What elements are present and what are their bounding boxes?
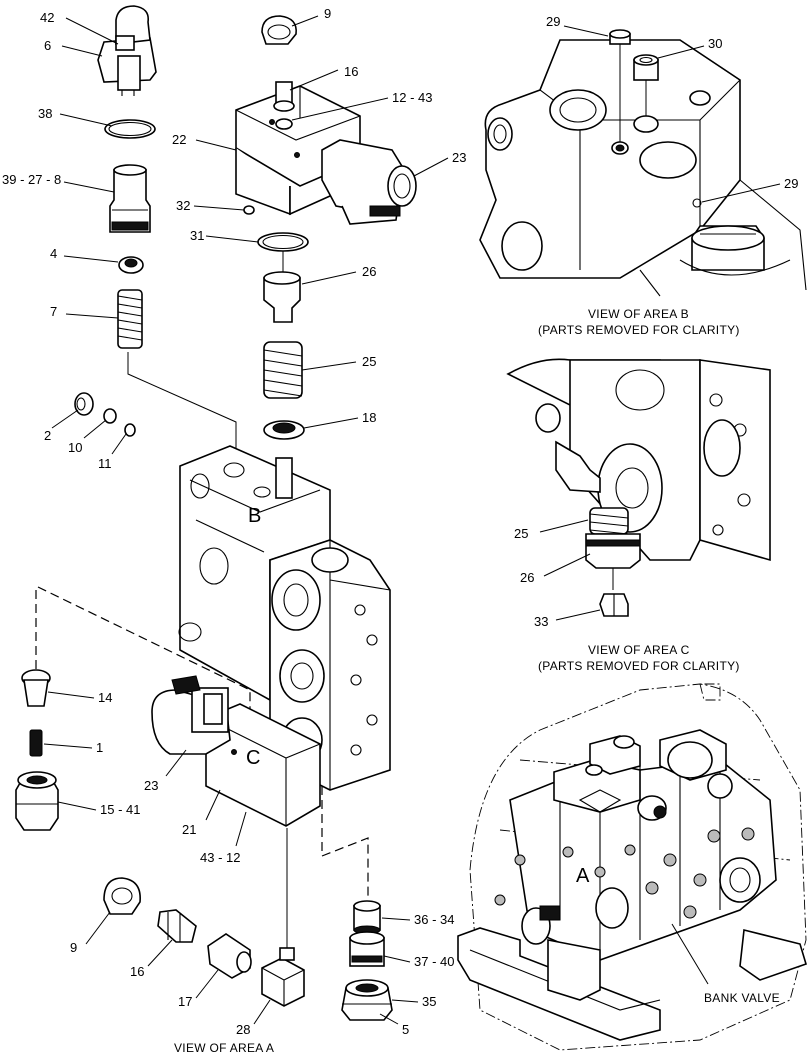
caption-view-area-a: VIEW OF AREA A <box>174 1041 274 1055</box>
callout-39-27-8: 39 - 27 - 8 <box>2 172 61 187</box>
callout-16-bottom: 16 <box>130 964 144 979</box>
callout-26: 26 <box>362 264 376 279</box>
spring-7-center-line <box>127 352 237 470</box>
plug-32 <box>243 205 255 215</box>
callout-9-top: 9 <box>324 6 331 21</box>
plug-5-dashed-path <box>321 772 369 900</box>
callout-33-c: 33 <box>534 614 548 629</box>
callout-4: 4 <box>50 246 57 261</box>
valve-block-21 <box>205 703 321 827</box>
plug-14 <box>21 669 51 707</box>
plug-29-b <box>609 29 631 142</box>
main-callouts: 42 6 38 39 - 27 - 8 4 7 2 10 11 9 16 12 … <box>2 6 466 1055</box>
spring-1 <box>29 729 43 757</box>
plug-11 <box>124 423 136 437</box>
callout-25: 25 <box>362 354 376 369</box>
callout-14: 14 <box>98 690 112 705</box>
bank-valve-view: A BANK VALVE <box>457 683 807 1051</box>
caption-view-area-b-note: (PARTS REMOVED FOR CLARITY) <box>538 323 740 337</box>
nut-4 <box>118 256 144 274</box>
plug-15-41 <box>15 771 59 831</box>
plug-9-top <box>261 15 297 45</box>
callout-42: 42 <box>40 10 54 25</box>
callout-9-bottom: 9 <box>70 940 77 955</box>
fitting-28 <box>261 947 305 1007</box>
caption-view-area-b: VIEW OF AREA B <box>588 307 689 321</box>
callout-7: 7 <box>50 304 57 319</box>
callout-15-41: 15 - 41 <box>100 802 140 817</box>
o-ring-38 <box>104 119 156 139</box>
callout-29-b-top: 29 <box>546 14 560 29</box>
callout-21: 21 <box>182 822 196 837</box>
callout-1: 1 <box>96 740 103 755</box>
plug-37-40 <box>349 931 385 967</box>
callout-17: 17 <box>178 994 192 1009</box>
seat-18 <box>263 420 305 440</box>
callout-5: 5 <box>402 1022 409 1037</box>
callout-23-top: 23 <box>452 150 466 165</box>
view-area-c: 25 26 33 VIEW OF AREA C (PARTS REMOVED F… <box>506 358 771 673</box>
callout-22: 22 <box>172 132 186 147</box>
area-letter-c: C <box>246 747 260 769</box>
plug-36-34 <box>353 900 381 935</box>
plug-9-bottom <box>103 877 141 915</box>
solenoid-23-bottom <box>151 675 231 755</box>
callout-36-34: 36 - 34 <box>414 912 454 927</box>
seal-12-43 <box>275 118 293 130</box>
area-letter-a: A <box>576 865 590 887</box>
spring-7 <box>117 289 143 349</box>
main-exploded-view: B C <box>15 5 417 1021</box>
cartridge-39-27-8 <box>109 164 151 233</box>
plug-33-c <box>599 593 629 617</box>
callout-18: 18 <box>362 410 376 425</box>
fitting-17 <box>207 933 252 979</box>
callout-2: 2 <box>44 428 51 443</box>
fitting-16-top <box>273 81 295 112</box>
piston-26-c <box>585 533 641 590</box>
fitting-16-bottom <box>157 909 197 943</box>
callout-25-c: 25 <box>514 526 528 541</box>
plug-2 <box>74 392 94 416</box>
callout-11: 11 <box>98 456 112 471</box>
caption-view-area-c: VIEW OF AREA C <box>588 643 690 657</box>
callout-37-40: 37 - 40 <box>414 954 454 969</box>
callout-23-bottom: 23 <box>144 778 158 793</box>
plug-30-b <box>633 54 659 116</box>
plug-35-5 <box>341 979 393 1021</box>
callout-12-43-top: 12 - 43 <box>392 90 432 105</box>
callout-29-b-side: 29 <box>784 176 798 191</box>
spring-25-c <box>589 507 629 535</box>
solenoid-23-top <box>321 139 417 225</box>
bank-valve-label: BANK VALVE <box>704 991 780 1005</box>
view-area-b: 29 30 29 VIEW OF AREA B (PARTS REMOVED F… <box>479 14 807 337</box>
spring-25 <box>263 341 303 399</box>
callout-30-b: 30 <box>708 36 722 51</box>
callout-38: 38 <box>38 106 52 121</box>
solenoid-coil-6 <box>97 5 157 96</box>
callout-43-12: 43 - 12 <box>200 850 240 865</box>
area-letter-b: B <box>248 505 261 527</box>
callout-32: 32 <box>176 198 190 213</box>
plug-10 <box>103 408 117 424</box>
callout-35: 35 <box>422 994 436 1009</box>
callout-16-top: 16 <box>344 64 358 79</box>
plug-14-dashed-path <box>37 586 251 716</box>
callout-10: 10 <box>68 440 82 455</box>
callout-28: 28 <box>236 1022 250 1037</box>
callout-6: 6 <box>44 38 51 53</box>
callout-26-c: 26 <box>520 570 534 585</box>
caption-view-area-c-note: (PARTS REMOVED FOR CLARITY) <box>538 659 740 673</box>
piston-26 <box>263 271 301 323</box>
bank-valve-stack <box>494 729 777 1001</box>
callout-31: 31 <box>190 228 204 243</box>
